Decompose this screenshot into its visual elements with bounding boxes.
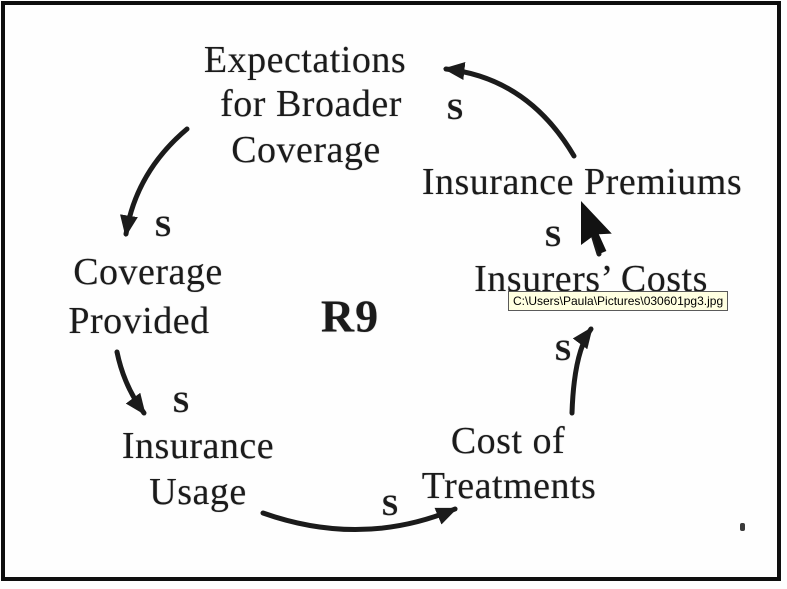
loop-identifier: R9 bbox=[320, 290, 380, 342]
node-label-line: Coverage bbox=[231, 129, 381, 171]
arrow-cost-to-insurers bbox=[569, 326, 594, 416]
polarity-label-usage-cost: S bbox=[381, 489, 399, 522]
arrow-premiums-to-expectations bbox=[443, 62, 577, 159]
polarity-label-cost-insurers: S bbox=[554, 334, 572, 367]
node-label-line: Treatments bbox=[421, 465, 597, 507]
polarity-label-premiums-expectations: S bbox=[446, 93, 464, 126]
polarity-label-insurers-premiums: S bbox=[544, 220, 562, 253]
node-label-line: Coverage bbox=[73, 251, 223, 293]
polarity-label-coverage-usage: S bbox=[172, 386, 190, 419]
file-path-tooltip: C:\Users\Paula\Pictures\030601pg3.jpg bbox=[508, 291, 729, 311]
arrow-insurers-to-premiums bbox=[583, 213, 602, 257]
arrow-coverage-to-usage bbox=[114, 349, 147, 416]
node-label-line: Provided bbox=[68, 300, 210, 342]
node-label-line: Insurance Premiums bbox=[421, 161, 743, 203]
node-label-line: Insurance bbox=[121, 425, 275, 467]
node-label-line: Cost of bbox=[450, 420, 566, 462]
mouse-cursor-icon bbox=[581, 201, 612, 254]
polarity-label-expectations-coverage: S bbox=[154, 210, 172, 243]
node-label-line: Usage bbox=[149, 471, 247, 513]
node-label-line: Expectations bbox=[203, 39, 407, 81]
scan-speck bbox=[740, 523, 745, 531]
arrow-usage-to-cost bbox=[260, 506, 458, 533]
node-label-line: for Broader bbox=[220, 83, 402, 125]
